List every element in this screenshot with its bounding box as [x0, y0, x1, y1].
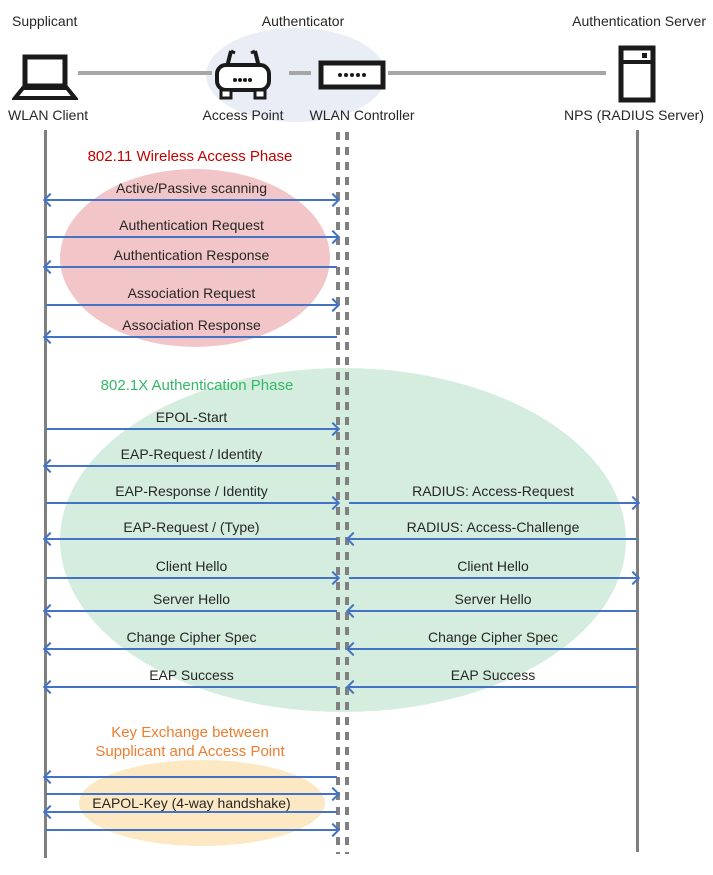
message-label: Authentication Response [113, 247, 270, 263]
message-arrow-left [42, 804, 337, 820]
message-arrow-both [42, 192, 341, 208]
message-arrow-right [46, 297, 341, 313]
message-label: Server Hello [454, 591, 532, 607]
message-label: Client Hello [457, 558, 529, 574]
device-label-wlan-client: WLAN Client [8, 107, 89, 123]
server-icon [618, 45, 656, 103]
lifeline-authenticator-right-dash [345, 132, 349, 854]
message-arrow-right [46, 822, 341, 838]
message-arrow-right [46, 570, 341, 586]
lifeline-authenticator-left-dash [336, 132, 340, 854]
message-label: Association Response [122, 317, 261, 333]
message-label: RADIUS: Access-Request [412, 483, 574, 499]
wireless-access-phase-ellipse [60, 169, 330, 347]
message-label: Authentication Request [119, 217, 264, 233]
message-arrow-right [46, 229, 341, 245]
message-arrow-left [42, 603, 337, 619]
message-arrow-left [42, 458, 337, 474]
access-point-icon [215, 49, 271, 100]
wlan-controller-icon [318, 60, 386, 90]
message-arrow-left [345, 679, 637, 695]
message-arrow-right [349, 495, 641, 511]
message-label: Change Cipher Spec [428, 629, 558, 645]
role-label-authenticator: Authenticator [261, 13, 345, 29]
message-label: Change Cipher Spec [126, 629, 257, 645]
message-arrow-left [42, 259, 337, 275]
message-arrow-left [345, 603, 637, 619]
message-label: RADIUS: Access-Challenge [406, 519, 580, 535]
message-label: Client Hello [155, 558, 228, 574]
phase-title-key-exchange: Key Exchange between Supplicant and Acce… [40, 723, 340, 761]
message-label: EPOL-Start [155, 409, 228, 425]
phase-title-key-exchange-line1: Key Exchange between [111, 724, 269, 741]
message-label: EAP Success [450, 667, 536, 683]
message-arrow-left [42, 769, 337, 785]
phase-title-dot1x-authentication: 802.1X Authentication Phase [100, 377, 294, 394]
role-label-authentication-server: Authentication Server [572, 13, 706, 29]
message-label: EAP Success [149, 667, 234, 683]
message-label: Association Request [127, 285, 256, 301]
message-label: EAP-Request / (Type) [123, 519, 260, 535]
phase-title-key-exchange-line2: Supplicant and Access Point [95, 743, 285, 760]
message-label: Active/Passive scanning [116, 180, 267, 196]
laptop-icon [12, 54, 78, 100]
message-label: EAPOL-Key (4-way handshake) [92, 795, 291, 811]
lifeline-radius-server [636, 130, 639, 852]
device-label-wlan-controller: WLAN Controller [309, 107, 415, 123]
message-arrow-left [42, 531, 337, 547]
message-arrow-right [46, 495, 341, 511]
connector-controller-to-server [388, 71, 606, 75]
message-arrow-left [345, 531, 637, 547]
message-arrow-left [42, 679, 337, 695]
connector-client-to-ap [78, 71, 212, 75]
device-label-access-point: Access Point [202, 107, 284, 123]
key-exchange-phase-ellipse [79, 760, 325, 846]
role-label-supplicant: Supplicant [12, 13, 78, 29]
lifeline-wlan-client [44, 130, 47, 858]
connector-ap-to-controller [289, 71, 311, 75]
message-arrow-right [349, 570, 641, 586]
dot1x-authentication-phase-ellipse [60, 368, 626, 712]
phase-title-wireless-access: 802.11 Wireless Access Phase [87, 148, 293, 165]
message-label: EAP-Request / Identity [120, 446, 263, 462]
message-arrow-left [42, 641, 337, 657]
message-arrow-left [42, 329, 337, 345]
message-label: Server Hello [152, 591, 231, 607]
message-label: EAP-Response / Identity [115, 483, 268, 499]
device-label-nps-radius-server: NPS (RADIUS Server) [563, 107, 704, 123]
message-arrow-right [46, 786, 341, 802]
message-arrow-left [345, 641, 637, 657]
message-arrow-right [46, 421, 341, 437]
